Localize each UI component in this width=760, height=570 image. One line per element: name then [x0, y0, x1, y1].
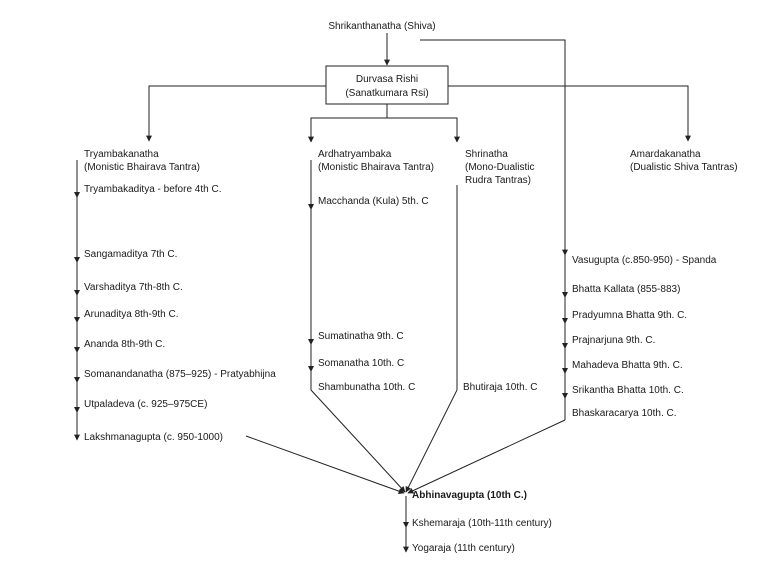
lakshmanagupta-to-abhinava-line — [245, 435, 405, 494]
spanda-lineage: Vasugupta (c.850-950) - Spanda Bhatta Ka… — [562, 255, 717, 420]
durvasa-sublabel: (Sanatkumara Rsi) — [345, 88, 428, 99]
branch-ardhatryambaka: Ardhatryambaka (Monistic Bhairava Tantra… — [318, 149, 434, 173]
disciple-item: Kshemaraja (10th-11th century) — [412, 518, 552, 529]
lineage-item: Sangamaditya 7th C. — [84, 249, 177, 260]
shambunatha-to-abhinava-line — [310, 389, 406, 493]
shrinatha-label: Shrinatha — [465, 149, 508, 160]
tryambakanatha-sublabel: (Monistic Bhairava Tantra) — [84, 162, 200, 173]
durvasa-box — [325, 65, 449, 105]
bhutiraja-to-abhinava-line — [405, 389, 458, 493]
tryambakanatha-label: Tryambakanatha — [84, 149, 159, 160]
branch-tryambakanatha: Tryambakanatha (Monistic Bhairava Tantra… — [84, 149, 200, 173]
branch-left-line — [146, 85, 326, 142]
durvasa-label: Durvasa Rishi — [356, 74, 418, 85]
lineage-item: Bhaskaracarya 10th. C. — [572, 408, 677, 419]
branch-shrinatha: Shrinatha (Mono-Dualistic Rudra Tantras) — [465, 149, 534, 186]
root-label: Shrikanthanatha (Shiva) — [328, 21, 435, 32]
lineage-item: Macchanda (Kula) 5th. C — [318, 196, 429, 207]
lineage-item: Somanatha 10th. C — [318, 358, 404, 369]
ardhatryambaka-shrinatha-bracket — [310, 117, 458, 141]
lineage-item: Bhatta Kallata (855-883) — [572, 284, 680, 295]
amardakanatha-sublabel: (Dualistic Shiva Tantras) — [630, 162, 738, 173]
ardhatryambaka-lineage: Macchanda (Kula) 5th. C Sumatinatha 9th.… — [308, 160, 429, 393]
lineage-item: Mahadeva Bhatta 9th. C. — [572, 360, 683, 371]
lineage-item: Somanandanatha (875–925) - Pratyabhijna — [84, 369, 276, 380]
shrinatha-sublabel-2: Rudra Tantras) — [465, 175, 531, 186]
lineage-item: Srikantha Bhatta 10th. C. — [572, 385, 684, 396]
branch-right-line — [448, 85, 691, 142]
spanda-to-abhinava-line — [407, 419, 566, 494]
lineage-item: Bhutiraja 10th. C — [463, 382, 538, 393]
lineage-item: Shambunatha 10th. C — [318, 382, 415, 393]
disciple-item: Yogaraja (11th century) — [412, 543, 515, 554]
lineage-item: Varshaditya 7th-8th C. — [84, 282, 183, 293]
lineage-item: Arunaditya 8th-9th C. — [84, 309, 179, 320]
lineage-item: Tryambakaditya - before 4th C. — [84, 184, 221, 195]
lineage-item: Pradyumna Bhatta 9th. C. — [572, 310, 687, 321]
ardhatryambaka-label: Ardhatryambaka — [318, 149, 392, 160]
amardakanatha-label: Amardakanatha — [630, 149, 701, 160]
lineage-item: Lakshmanagupta (c. 950-1000) — [84, 432, 223, 443]
lineage-item: Utpaladeva (c. 925–975CE) — [84, 399, 207, 410]
ardhatryambaka-sublabel: (Monistic Bhairava Tantra) — [318, 162, 434, 173]
root-to-spanda-line — [420, 39, 568, 256]
abhinavagupta-label: Abhinavagupta (10th C.) — [412, 490, 527, 501]
abhinavagupta-node: Abhinavagupta (10th C.) Kshemaraja (10th… — [403, 490, 552, 554]
branch-amardakanatha: Amardakanatha (Dualistic Shiva Tantras) — [630, 149, 738, 173]
lineage-item: Prajnarjuna 9th. C. — [572, 335, 655, 346]
tryambaka-lineage: Tryambakaditya - before 4th C. Sangamadi… — [74, 160, 276, 443]
shrinatha-sublabel: (Mono-Dualistic — [465, 162, 534, 173]
shrinatha-lineage: Bhutiraja 10th. C — [456, 185, 538, 393]
lineage-item: Ananda 8th-9th C. — [84, 339, 165, 350]
lineage-item: Sumatinatha 9th. C — [318, 331, 404, 342]
lineage-item: Vasugupta (c.850-950) - Spanda — [572, 255, 717, 266]
